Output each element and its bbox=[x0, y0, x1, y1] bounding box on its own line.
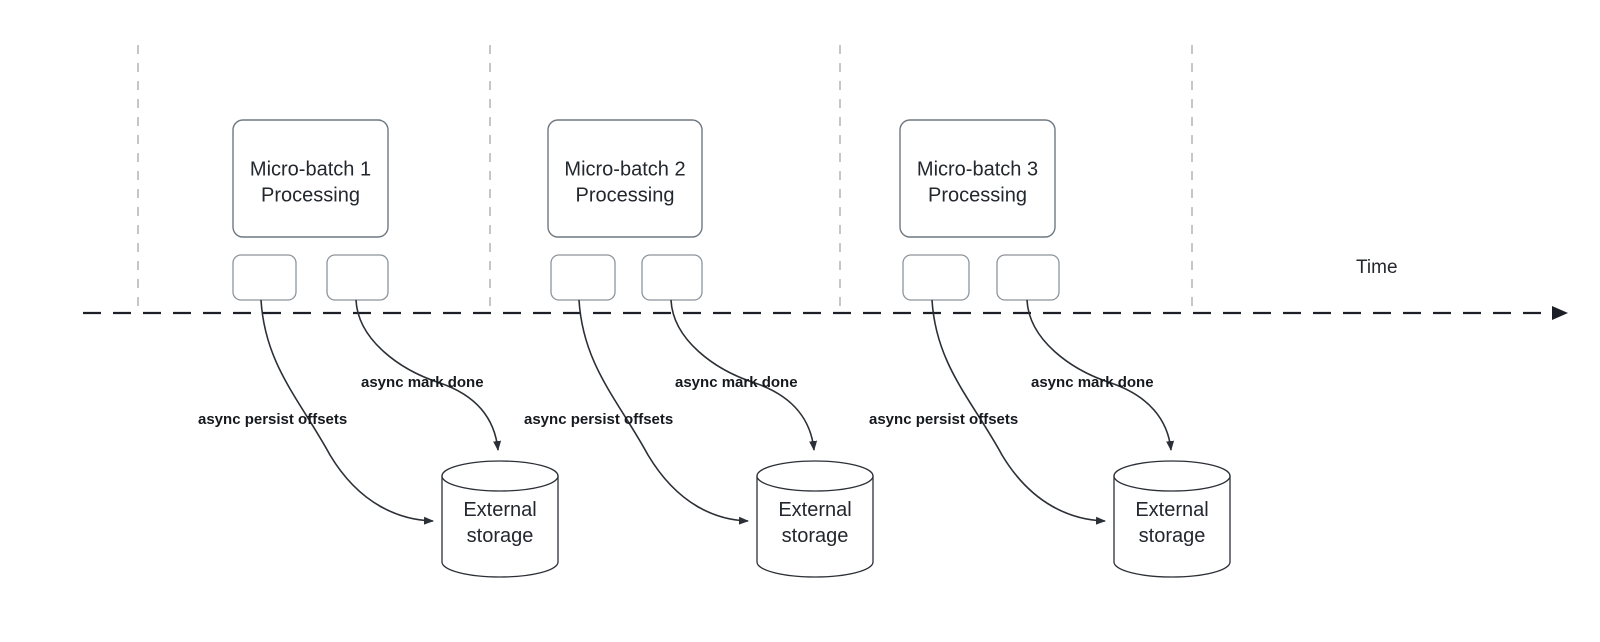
external-storage-cylinder-top bbox=[441, 460, 559, 492]
micro-batch-label-line2: Processing bbox=[576, 185, 675, 207]
external-storage-label-line1: External bbox=[463, 499, 536, 521]
mark-done-task-box[interactable] bbox=[641, 254, 703, 301]
persist-offsets-task-box[interactable] bbox=[232, 254, 297, 301]
external-storage-cylinder-body bbox=[1113, 475, 1231, 578]
external-storage-label-line2: storage bbox=[1139, 525, 1206, 547]
external-storage-cylinder-top bbox=[756, 460, 874, 492]
time-axis: Time bbox=[83, 257, 1568, 320]
async-persist-offsets-edge bbox=[578, 299, 749, 525]
time-axis-arrow-icon bbox=[1552, 306, 1568, 320]
external-storage-cylinder-top bbox=[1113, 460, 1231, 492]
async-mark-done-edge bbox=[355, 299, 502, 451]
async-persist-offsets-edge-label: async persist offsets bbox=[198, 411, 347, 428]
persist-offsets-task-box[interactable] bbox=[902, 254, 970, 301]
external-storage-label-line1: External bbox=[778, 499, 851, 521]
external-storage-label-line1: External bbox=[1135, 499, 1208, 521]
async-persist-offsets-edge bbox=[260, 299, 434, 525]
async-persist-offsets-edge bbox=[931, 299, 1106, 525]
period-dividers bbox=[137, 45, 1193, 312]
external-storage-cylinder-body bbox=[756, 475, 874, 578]
micro-batch-box-1[interactable] bbox=[232, 119, 389, 238]
mark-done-task-box[interactable] bbox=[996, 254, 1060, 301]
micro-batch-box-2[interactable] bbox=[547, 119, 703, 238]
external-storage-label-line2: storage bbox=[782, 525, 849, 547]
micro-batch-label-line1: Micro-batch 1 bbox=[250, 159, 371, 181]
micro-batch-label-line2: Processing bbox=[928, 185, 1027, 207]
persist-offsets-task-box[interactable] bbox=[550, 254, 616, 301]
async-mark-done-edge-label: async mark done bbox=[361, 374, 484, 391]
external-storage-cylinder-body bbox=[441, 475, 559, 578]
micro-batch-label-line1: Micro-batch 3 bbox=[917, 159, 1038, 181]
micro-batch-label-line1: Micro-batch 2 bbox=[564, 159, 685, 181]
async-mark-done-edge-label: async mark done bbox=[1031, 374, 1154, 391]
async-mark-done-edge bbox=[670, 299, 818, 451]
async-persist-offsets-edge-label: async persist offsets bbox=[524, 411, 673, 428]
async-persist-offsets-edge-label: async persist offsets bbox=[869, 411, 1018, 428]
micro-batch-label-line2: Processing bbox=[261, 185, 360, 207]
mark-done-task-box[interactable] bbox=[326, 254, 389, 301]
time-axis-label: Time bbox=[1356, 257, 1398, 278]
async-mark-done-edge bbox=[1026, 299, 1175, 451]
micro-batch-box-3[interactable] bbox=[899, 119, 1056, 238]
async-mark-done-edge-label: async mark done bbox=[675, 374, 798, 391]
external-storage-label-line2: storage bbox=[467, 525, 534, 547]
